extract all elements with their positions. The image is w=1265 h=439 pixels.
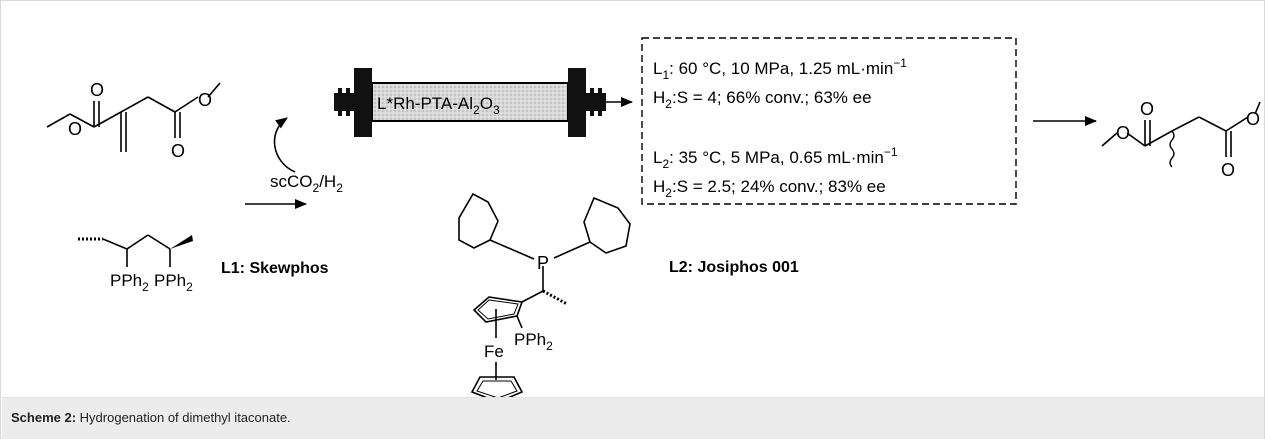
reactor-cap-right xyxy=(568,68,586,137)
solvent-label: scCO2/H2 xyxy=(270,172,343,195)
product-molecule xyxy=(1101,101,1261,157)
reactor-cap-left xyxy=(354,68,372,137)
substrate-o-carbonyl-right: O xyxy=(171,141,185,161)
fitting-right-ridge-1 xyxy=(590,88,594,116)
reaction-scheme: O O O O PPh2 PPh2 L1: Skewphos scCO2/H2 xyxy=(2,2,1264,397)
skewphos-bold-wedge xyxy=(170,235,193,249)
skewphos-structure xyxy=(102,234,171,267)
conditions-l2-line2: H2:S = 2.5; 24% conv.; 83% ee xyxy=(653,177,886,200)
figure-caption: Scheme 2: Hydrogenation of dimethyl itac… xyxy=(2,397,1264,439)
conditions-l1-line2: H2:S = 4; 66% conv.; 63% ee xyxy=(653,88,872,111)
product-o-carbonyl-left: O xyxy=(1140,99,1154,119)
product-o-ether-right: O xyxy=(1246,109,1260,129)
product-wavy-bond xyxy=(1169,130,1175,168)
product-o-carbonyl-right: O xyxy=(1221,160,1235,180)
scheme-drawing: O O O O PPh2 PPh2 L1: Skewphos scCO2/H2 xyxy=(46,37,1261,397)
fitting-right-ridge-2 xyxy=(598,88,602,116)
josiphos-pph2: PPh2 xyxy=(514,330,553,353)
skewphos-pph2-right: PPh2 xyxy=(154,271,193,294)
reactor-packing xyxy=(371,82,569,122)
skewphos-label: L1: Skewphos xyxy=(221,260,329,277)
josiphos-label: L2: Josiphos 001 xyxy=(669,259,799,276)
substrate-o-carbonyl-left: O xyxy=(90,80,104,100)
fitting-left-ridge-2 xyxy=(346,88,350,116)
fitting-left xyxy=(334,93,354,111)
conditions-l1-line1: L1: 60 °C, 10 MPa, 1.25 mL·min−1 xyxy=(653,56,907,82)
conditions-box xyxy=(641,37,1017,205)
josiphos-structure xyxy=(458,192,631,397)
josiphos-p-atom: P xyxy=(537,253,549,273)
fitting-right xyxy=(586,93,606,111)
conditions-l2-line1: L2: 35 °C, 5 MPa, 0.65 mL·min−1 xyxy=(653,145,898,171)
fitting-left-ridge-1 xyxy=(338,88,342,116)
substrate-molecule xyxy=(46,82,221,152)
josiphos-fe-atom: Fe xyxy=(484,342,504,361)
substrate-o-ether-left: O xyxy=(68,119,82,139)
caption-text: Hydrogenation of dimethyl itaconate. xyxy=(76,410,291,425)
product-o-ether-left: O xyxy=(1116,123,1130,143)
skewphos-pph2-left: PPh2 xyxy=(110,271,149,294)
substrate-o-ether-right: O xyxy=(198,90,212,110)
caption-label: Scheme 2: xyxy=(11,410,77,425)
reactor-column xyxy=(334,68,606,137)
josiphos-hash-wedge xyxy=(542,289,568,306)
reactor-label: L*Rh-PTA-Al2O3 xyxy=(377,94,500,117)
curved-arrow xyxy=(273,117,296,173)
